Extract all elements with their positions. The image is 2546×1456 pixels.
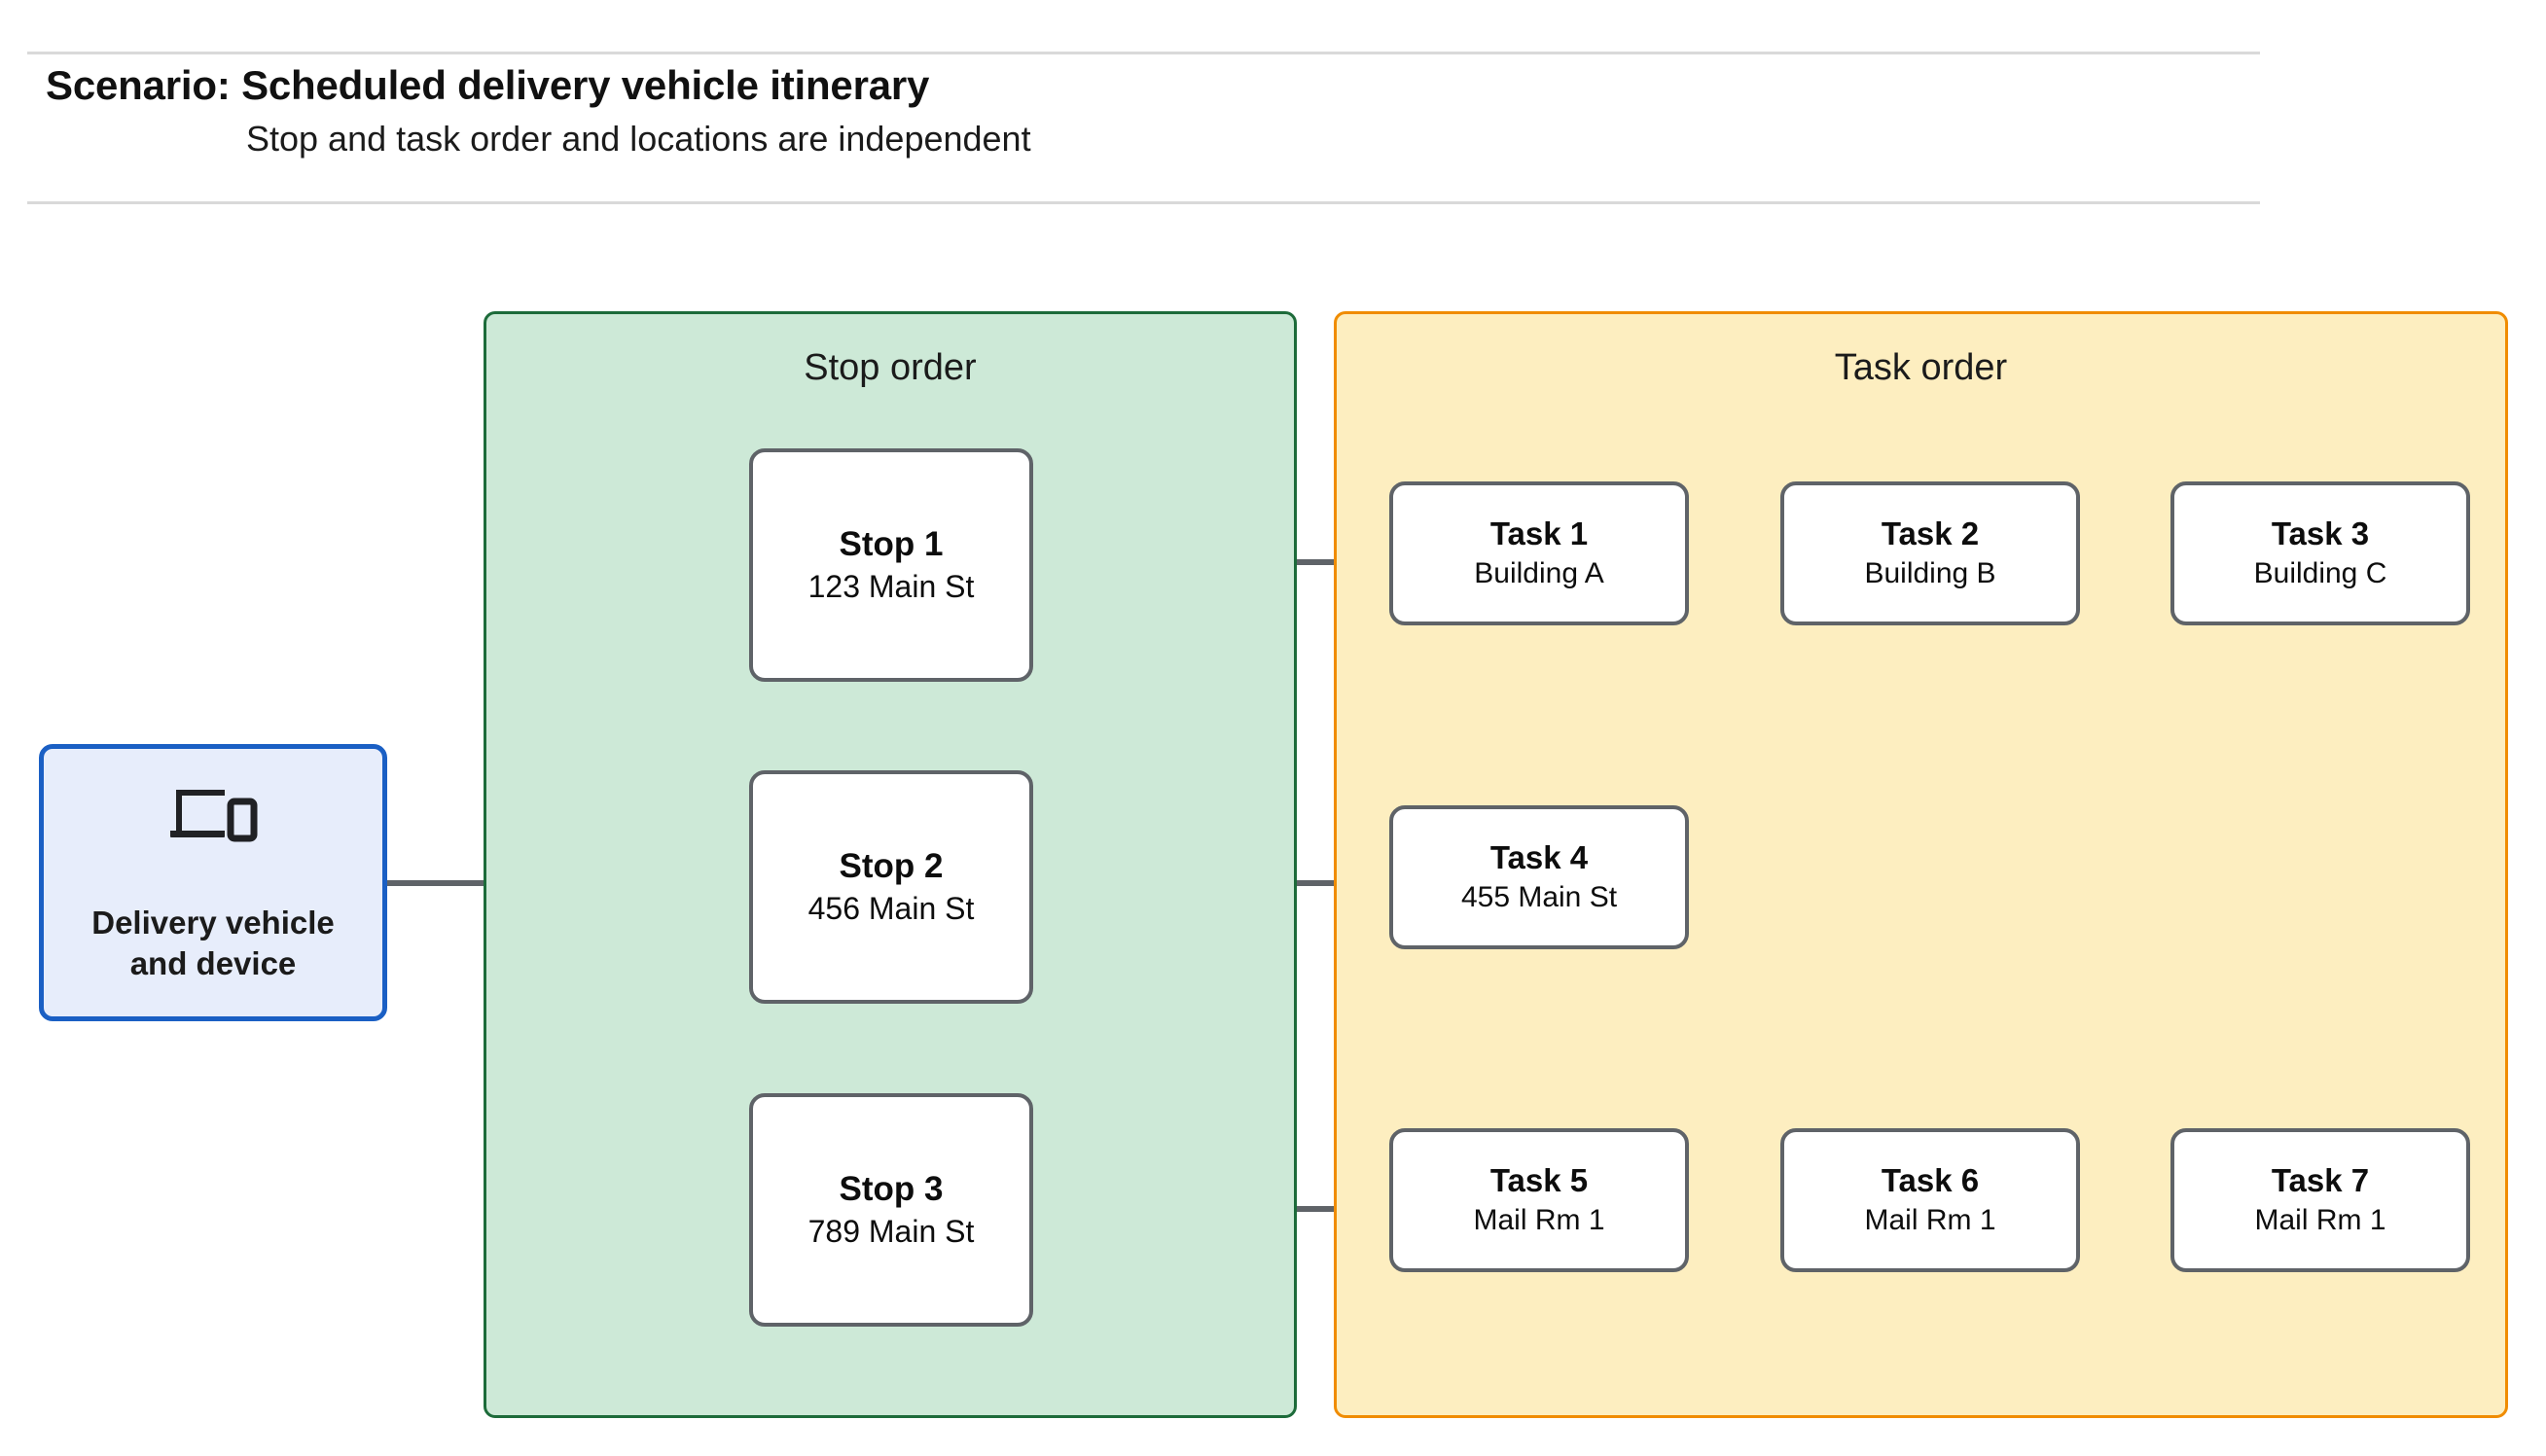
task-card-7-title: Task 7 bbox=[2271, 1161, 2370, 1198]
delivery-vehicle-node[interactable]: Delivery vehicle and device bbox=[39, 744, 387, 1021]
task-card-4[interactable]: Task 4 455 Main St bbox=[1389, 805, 1689, 949]
page-subtitle: Stop and task order and locations are in… bbox=[246, 119, 1031, 159]
stop-card-3[interactable]: Stop 3 789 Main St bbox=[749, 1093, 1033, 1327]
task-card-3-location: Building C bbox=[2253, 557, 2387, 590]
stop-card-3-address: 789 Main St bbox=[807, 1214, 975, 1250]
task-card-6-title: Task 6 bbox=[1881, 1161, 1980, 1198]
stop-card-3-title: Stop 3 bbox=[839, 1170, 944, 1209]
task-card-1[interactable]: Task 1 Building A bbox=[1389, 481, 1689, 625]
devices-icon bbox=[170, 790, 258, 842]
task-card-3-title: Task 3 bbox=[2271, 515, 2370, 551]
stop-order-group-title: Stop order bbox=[804, 347, 977, 388]
stop-card-1-title: Stop 1 bbox=[839, 525, 944, 564]
task-card-5[interactable]: Task 5 Mail Rm 1 bbox=[1389, 1128, 1689, 1272]
task-order-group-title: Task order bbox=[1834, 347, 2008, 388]
stop-card-2[interactable]: Stop 2 456 Main St bbox=[749, 770, 1033, 1004]
task-card-6-location: Mail Rm 1 bbox=[1864, 1204, 1996, 1237]
task-card-7-location: Mail Rm 1 bbox=[2254, 1204, 2386, 1237]
stop-card-2-title: Stop 2 bbox=[839, 847, 944, 886]
page-title: Scenario: Scheduled delivery vehicle iti… bbox=[46, 62, 930, 108]
task-card-4-location: 455 Main St bbox=[1460, 881, 1618, 914]
task-card-1-title: Task 1 bbox=[1489, 515, 1589, 551]
task-card-4-title: Task 4 bbox=[1489, 838, 1589, 875]
task-card-2[interactable]: Task 2 Building B bbox=[1780, 481, 2080, 625]
task-card-5-location: Mail Rm 1 bbox=[1473, 1204, 1605, 1237]
stop-card-1-address: 123 Main St bbox=[807, 569, 975, 605]
stop-card-2-address: 456 Main St bbox=[807, 891, 975, 927]
header-divider-top bbox=[27, 52, 2260, 54]
delivery-vehicle-label: Delivery vehicle and device bbox=[91, 905, 335, 981]
task-card-6[interactable]: Task 6 Mail Rm 1 bbox=[1780, 1128, 2080, 1272]
task-card-7[interactable]: Task 7 Mail Rm 1 bbox=[2170, 1128, 2470, 1272]
task-card-2-location: Building B bbox=[1864, 557, 1996, 590]
task-card-2-title: Task 2 bbox=[1881, 515, 1980, 551]
stop-card-1[interactable]: Stop 1 123 Main St bbox=[749, 448, 1033, 682]
task-card-5-title: Task 5 bbox=[1489, 1161, 1589, 1198]
task-card-3[interactable]: Task 3 Building C bbox=[2170, 481, 2470, 625]
header-divider-bottom bbox=[27, 201, 2260, 204]
task-card-1-location: Building A bbox=[1474, 557, 1604, 590]
